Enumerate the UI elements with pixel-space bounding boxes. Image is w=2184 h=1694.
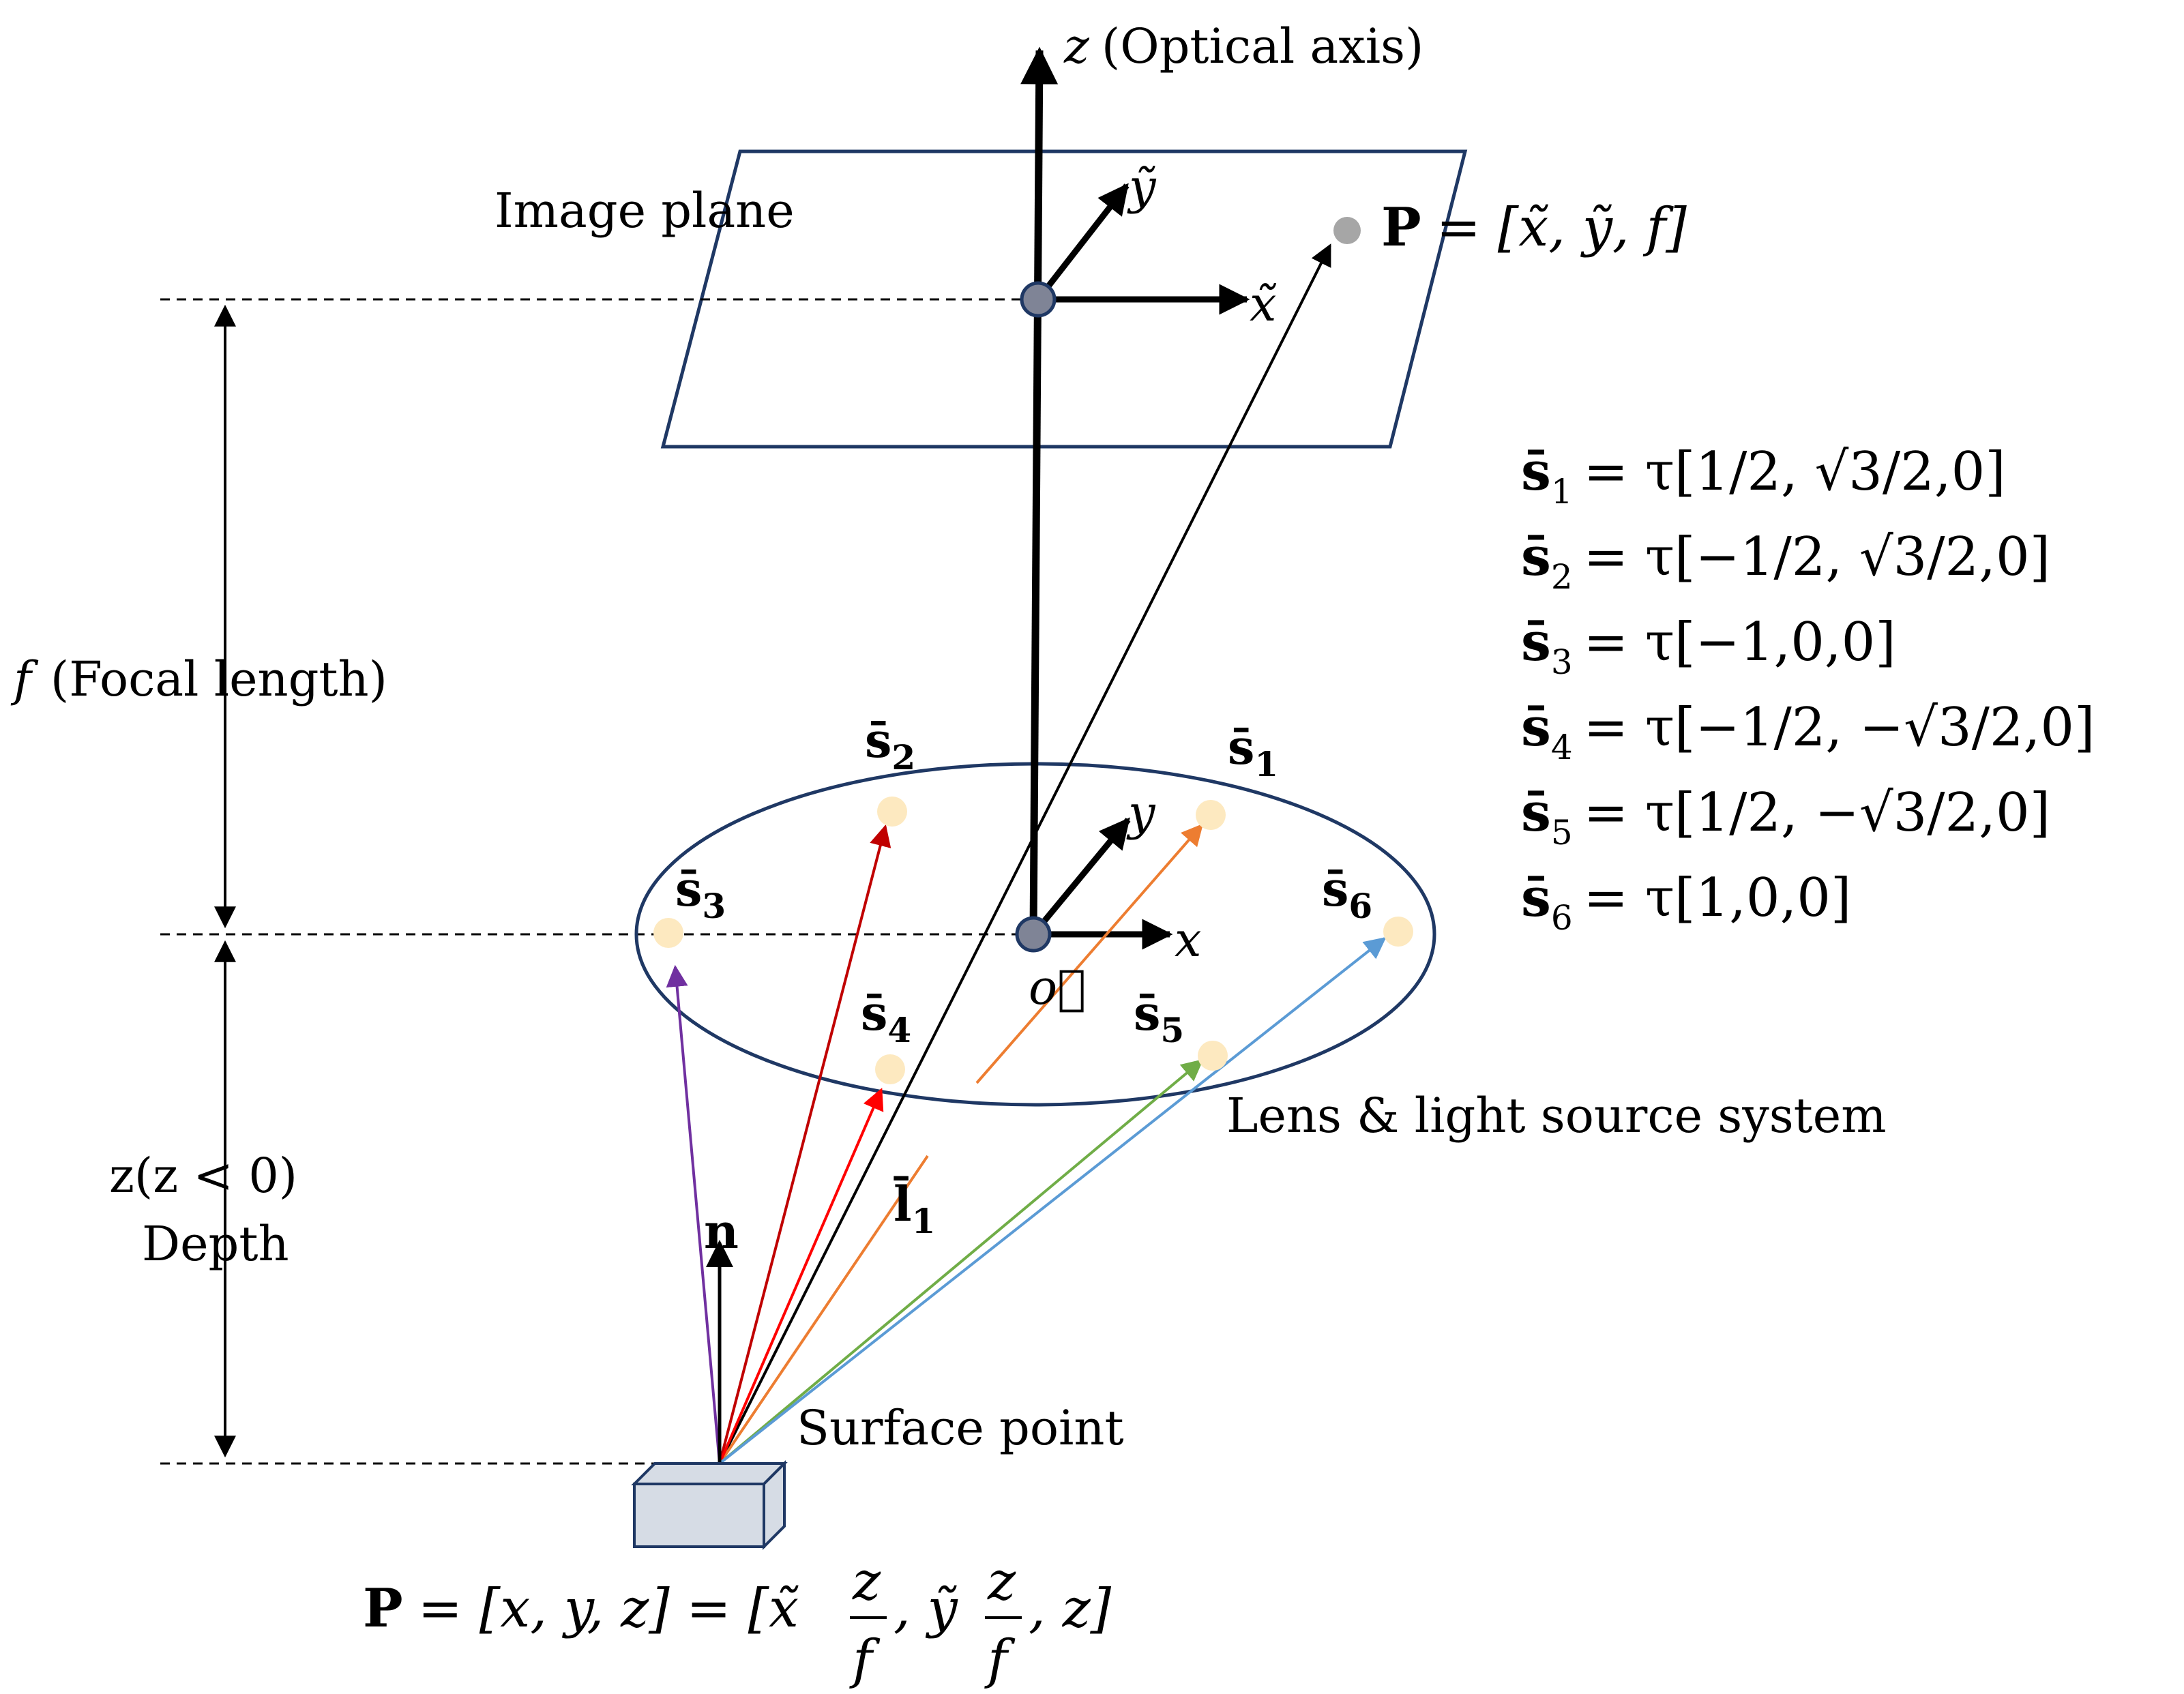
light-source-s6	[1383, 917, 1413, 947]
x-axis-label: x	[1175, 912, 1201, 968]
image-plane-label: Image plane	[495, 183, 795, 239]
light-source-s5	[1198, 1041, 1228, 1071]
y-tilde-label: ỹ	[1127, 159, 1157, 215]
equation-s5: s̄5= τ[1/2, −√3/2,0]	[1521, 782, 2050, 852]
depth-label-line2: Depth	[142, 1216, 289, 1272]
world-point-equation-c: , z]	[1029, 1578, 1112, 1639]
image-plane	[660, 149, 1468, 449]
equation-s6: s̄6= τ[1,0,0]	[1521, 867, 1851, 938]
surface-box-top	[631, 1462, 788, 1485]
light-arrow-s1	[718, 1155, 929, 1465]
lens-origin	[1015, 916, 1052, 953]
focal-length-label: f(Focal length)	[10, 651, 387, 707]
light-source-s4	[875, 1054, 905, 1084]
light-arrow-s6	[718, 937, 1387, 1465]
y-axis-label: y	[1126, 785, 1156, 841]
y-tilde-axis	[1035, 183, 1130, 301]
image-point-p	[1333, 217, 1361, 244]
label-s2: s̄2	[865, 712, 915, 777]
origin-label: o⃗	[1029, 960, 1086, 1015]
label-s4: s̄4	[861, 985, 911, 1050]
surface-box-front	[633, 1483, 765, 1548]
light-arrow-s1-upper	[975, 823, 1204, 1084]
image-plane-center	[1020, 281, 1057, 318]
projection-ray	[718, 243, 1331, 1464]
surface-point-label: Surface point	[797, 1400, 1124, 1456]
source-equations: s̄1= τ[1/2, √3/2,0] s̄2= τ[−1/2, √3/2,0]…	[1521, 441, 2095, 938]
equation-s3: s̄3= τ[−1,0,0]	[1521, 611, 1896, 682]
equation-s1: s̄1= τ[1/2, √3/2,0]	[1521, 441, 2006, 511]
light-vector-label: l̄1	[894, 1176, 936, 1241]
fraction-1-numerator: z	[852, 1551, 881, 1612]
equation-s2: s̄2= τ[−1/2, √3/2,0]	[1521, 526, 2050, 597]
label-s5: s̄5	[1134, 985, 1184, 1050]
optical-axis-label: z(Optical axis)	[1063, 18, 1423, 74]
optical-axis	[1020, 46, 1059, 935]
label-s1: s̄1	[1228, 719, 1278, 784]
x-tilde-label: x̃	[1250, 276, 1276, 332]
world-point-equation-b: , ỹ	[894, 1578, 958, 1639]
light-source-s1	[1196, 800, 1226, 830]
normal-label: n	[704, 1203, 739, 1260]
world-point-equation-a: P= [x, y, z] = [x̃	[363, 1577, 799, 1639]
depth-label-line1: z(z < 0)	[109, 1148, 297, 1204]
light-source-s2	[877, 797, 907, 827]
light-arrow-s5	[718, 1058, 1204, 1465]
y-axis	[1031, 817, 1131, 936]
label-s6: s̄6	[1322, 861, 1372, 926]
light-source-s3	[653, 918, 683, 948]
light-arrow-s4	[718, 1088, 884, 1464]
fraction-1-denominator: f	[849, 1629, 881, 1691]
lens-system-label: Lens & light source system	[1226, 1088, 1887, 1144]
light-arrow-s3	[666, 964, 721, 1464]
label-s3: s̄3	[675, 861, 726, 926]
light-arrow-s2	[718, 824, 891, 1464]
fraction-2-numerator: z	[987, 1551, 1016, 1612]
fraction-2-denominator: f	[984, 1629, 1016, 1691]
image-point-equation: P= [x̃, ỹ, f]	[1381, 196, 1687, 258]
equation-s4: s̄4= τ[−1/2, −√3/2,0]	[1521, 696, 2095, 767]
